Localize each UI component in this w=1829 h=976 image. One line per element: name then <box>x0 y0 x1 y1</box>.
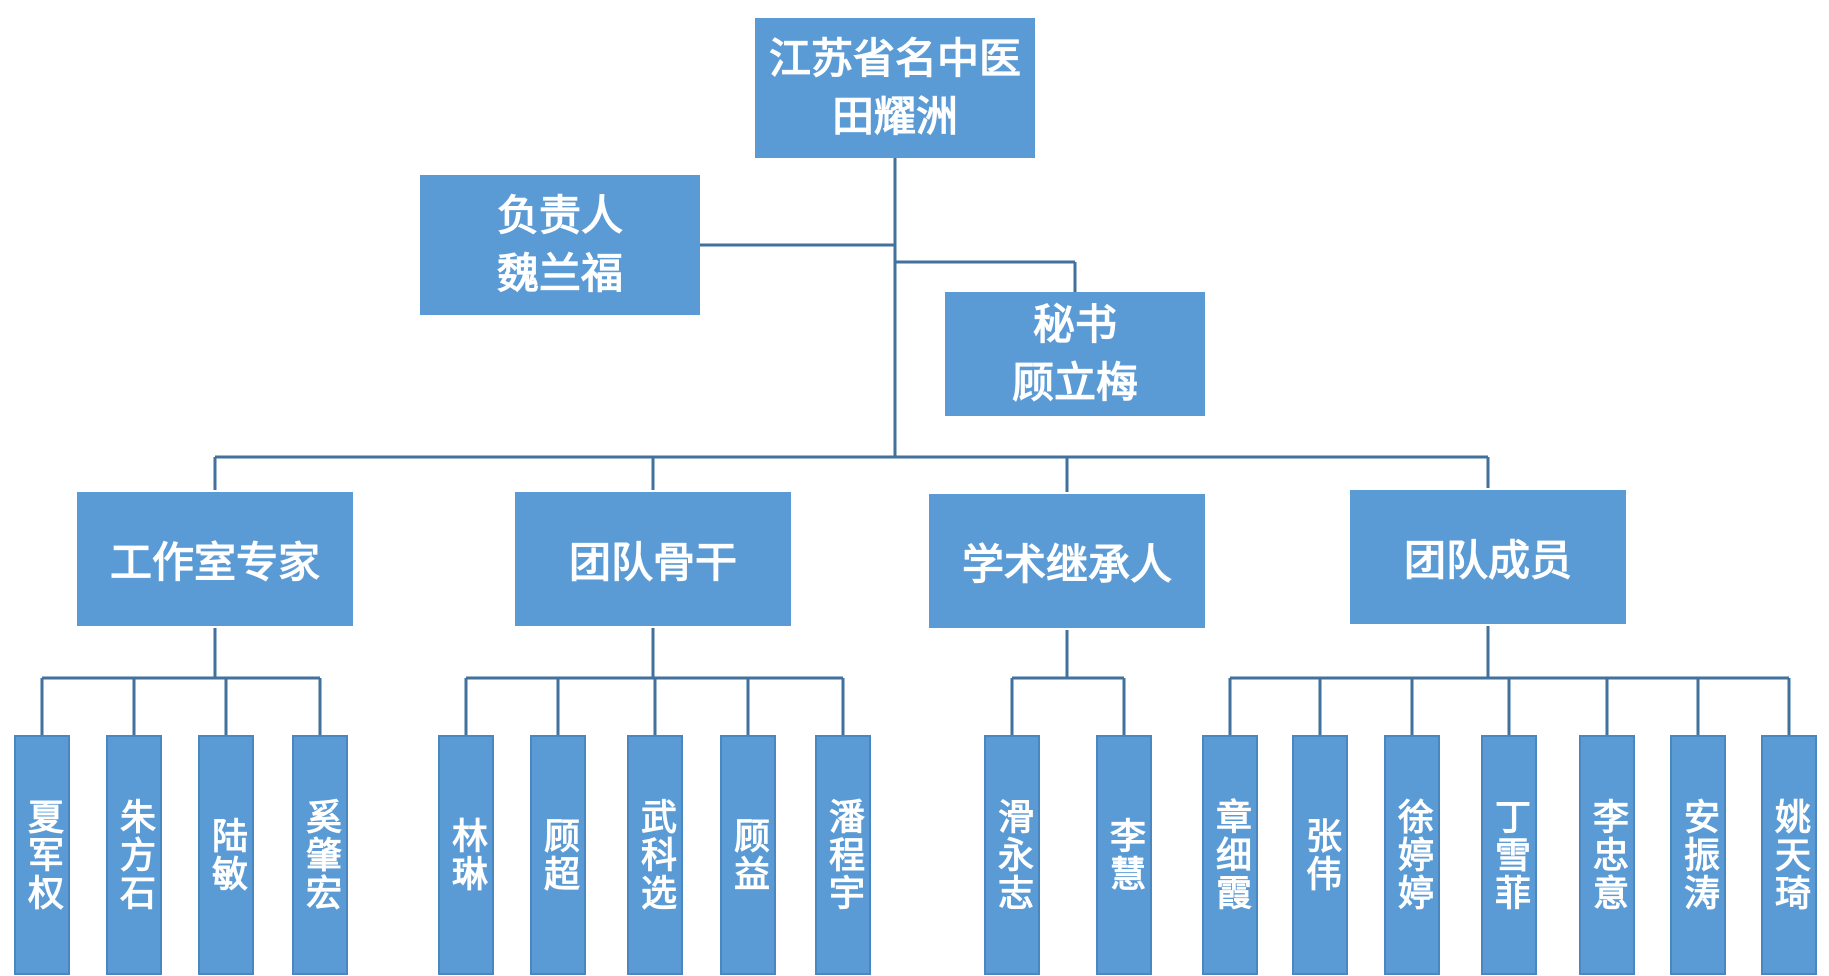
member-box: 顾超 <box>530 735 586 975</box>
member-box: 奚肇宏 <box>292 735 348 975</box>
member-box: 安振涛 <box>1670 735 1726 975</box>
secretary-name: 顾立梅 <box>1011 358 1138 407</box>
root-title: 江苏省名中医 <box>768 34 1021 83</box>
member-name: 奚肇宏 <box>300 798 341 912</box>
member-name: 李慧 <box>1104 817 1145 893</box>
member-box: 朱方石 <box>106 735 162 975</box>
member-box: 张伟 <box>1292 735 1348 975</box>
member-box: 章细霞 <box>1202 735 1258 975</box>
member-box: 武科选 <box>627 735 683 975</box>
member-box: 李忠意 <box>1579 735 1635 975</box>
member-box: 潘程宇 <box>815 735 871 975</box>
member-name: 顾益 <box>728 817 769 893</box>
group-header: 学术继承人 <box>927 492 1207 630</box>
member-box: 滑永志 <box>984 735 1040 975</box>
leader-title: 负责人 <box>496 191 623 240</box>
member-name: 李忠意 <box>1587 798 1628 912</box>
member-name: 武科选 <box>635 798 676 912</box>
member-name: 夏军权 <box>22 798 63 912</box>
group-header: 团队成员 <box>1348 488 1628 626</box>
member-box: 夏军权 <box>14 735 70 975</box>
root-name: 田耀洲 <box>831 92 958 141</box>
member-box: 李慧 <box>1096 735 1152 975</box>
group-title: 团队骨干 <box>568 537 737 587</box>
group-title: 学术继承人 <box>961 539 1172 589</box>
member-name: 朱方石 <box>114 798 155 912</box>
member-name: 潘程宇 <box>823 798 864 912</box>
group-title: 团队成员 <box>1403 535 1572 585</box>
member-box: 徐婷婷 <box>1384 735 1440 975</box>
secretary-node: 秘书 顾立梅 <box>945 292 1205 416</box>
member-box: 丁雪菲 <box>1481 735 1537 975</box>
root-node: 江苏省名中医 田耀洲 <box>755 18 1035 158</box>
leader-name: 魏兰福 <box>496 249 623 298</box>
member-name: 陆敏 <box>206 817 247 893</box>
group-header: 工作室专家 <box>75 490 355 628</box>
member-name: 张伟 <box>1300 817 1341 893</box>
member-name: 章细霞 <box>1210 798 1251 912</box>
group-header: 团队骨干 <box>513 490 793 628</box>
member-name: 林琳 <box>446 817 487 893</box>
leader-node: 负责人 魏兰福 <box>420 175 700 315</box>
member-name: 顾超 <box>538 817 579 893</box>
member-name: 安振涛 <box>1678 798 1719 912</box>
member-name: 姚天琦 <box>1769 798 1810 912</box>
member-box: 陆敏 <box>198 735 254 975</box>
member-name: 丁雪菲 <box>1489 798 1530 912</box>
group-title: 工作室专家 <box>109 537 320 587</box>
member-name: 徐婷婷 <box>1392 798 1433 912</box>
member-name: 滑永志 <box>992 798 1033 912</box>
member-box: 顾益 <box>720 735 776 975</box>
member-box: 林琳 <box>438 735 494 975</box>
secretary-title: 秘书 <box>1032 300 1117 349</box>
member-box: 姚天琦 <box>1761 735 1817 975</box>
